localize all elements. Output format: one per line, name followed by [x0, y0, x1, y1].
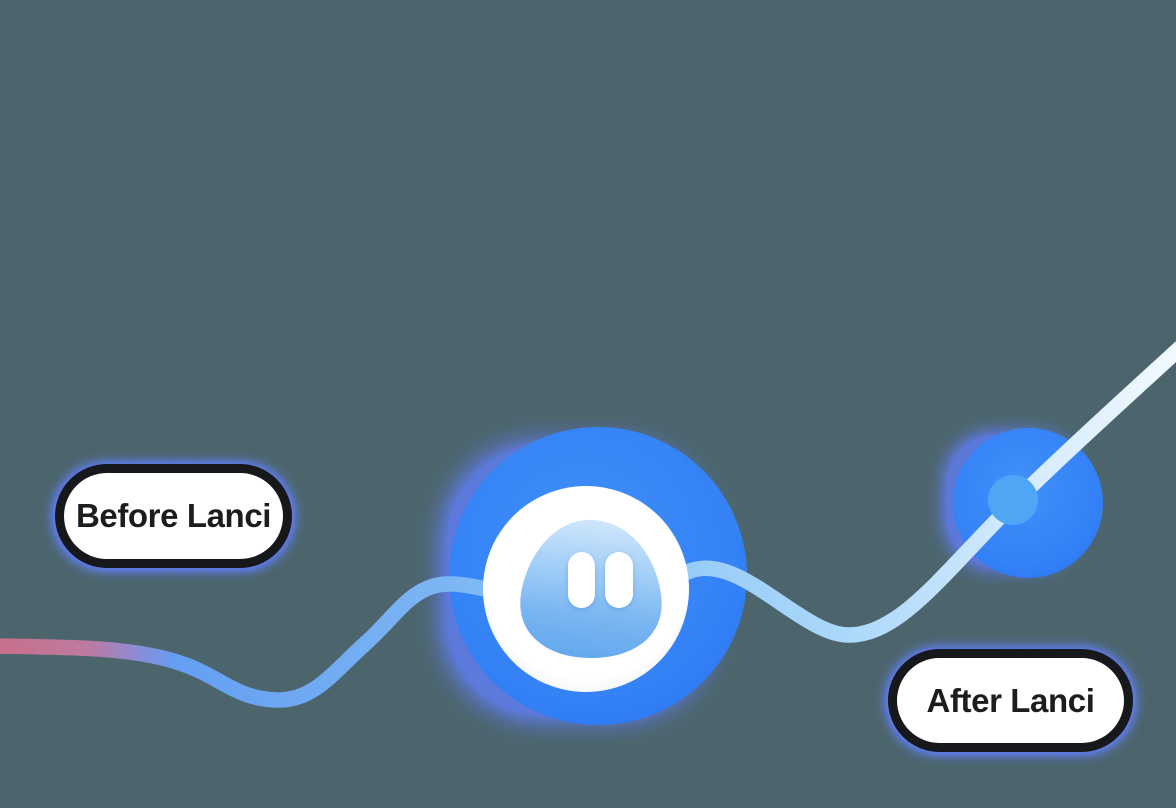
trend-data-point-dot	[988, 475, 1038, 525]
after-lanci-label: After Lanci	[926, 681, 1095, 719]
pause-bars-eyes-icon	[568, 552, 633, 608]
before-lanci-label: Before Lanci	[75, 497, 272, 534]
after-lanci-badge: After Lanci	[888, 649, 1133, 752]
before-lanci-badge: Before Lanci	[55, 464, 292, 568]
lanci-mascot-badge	[483, 486, 689, 692]
